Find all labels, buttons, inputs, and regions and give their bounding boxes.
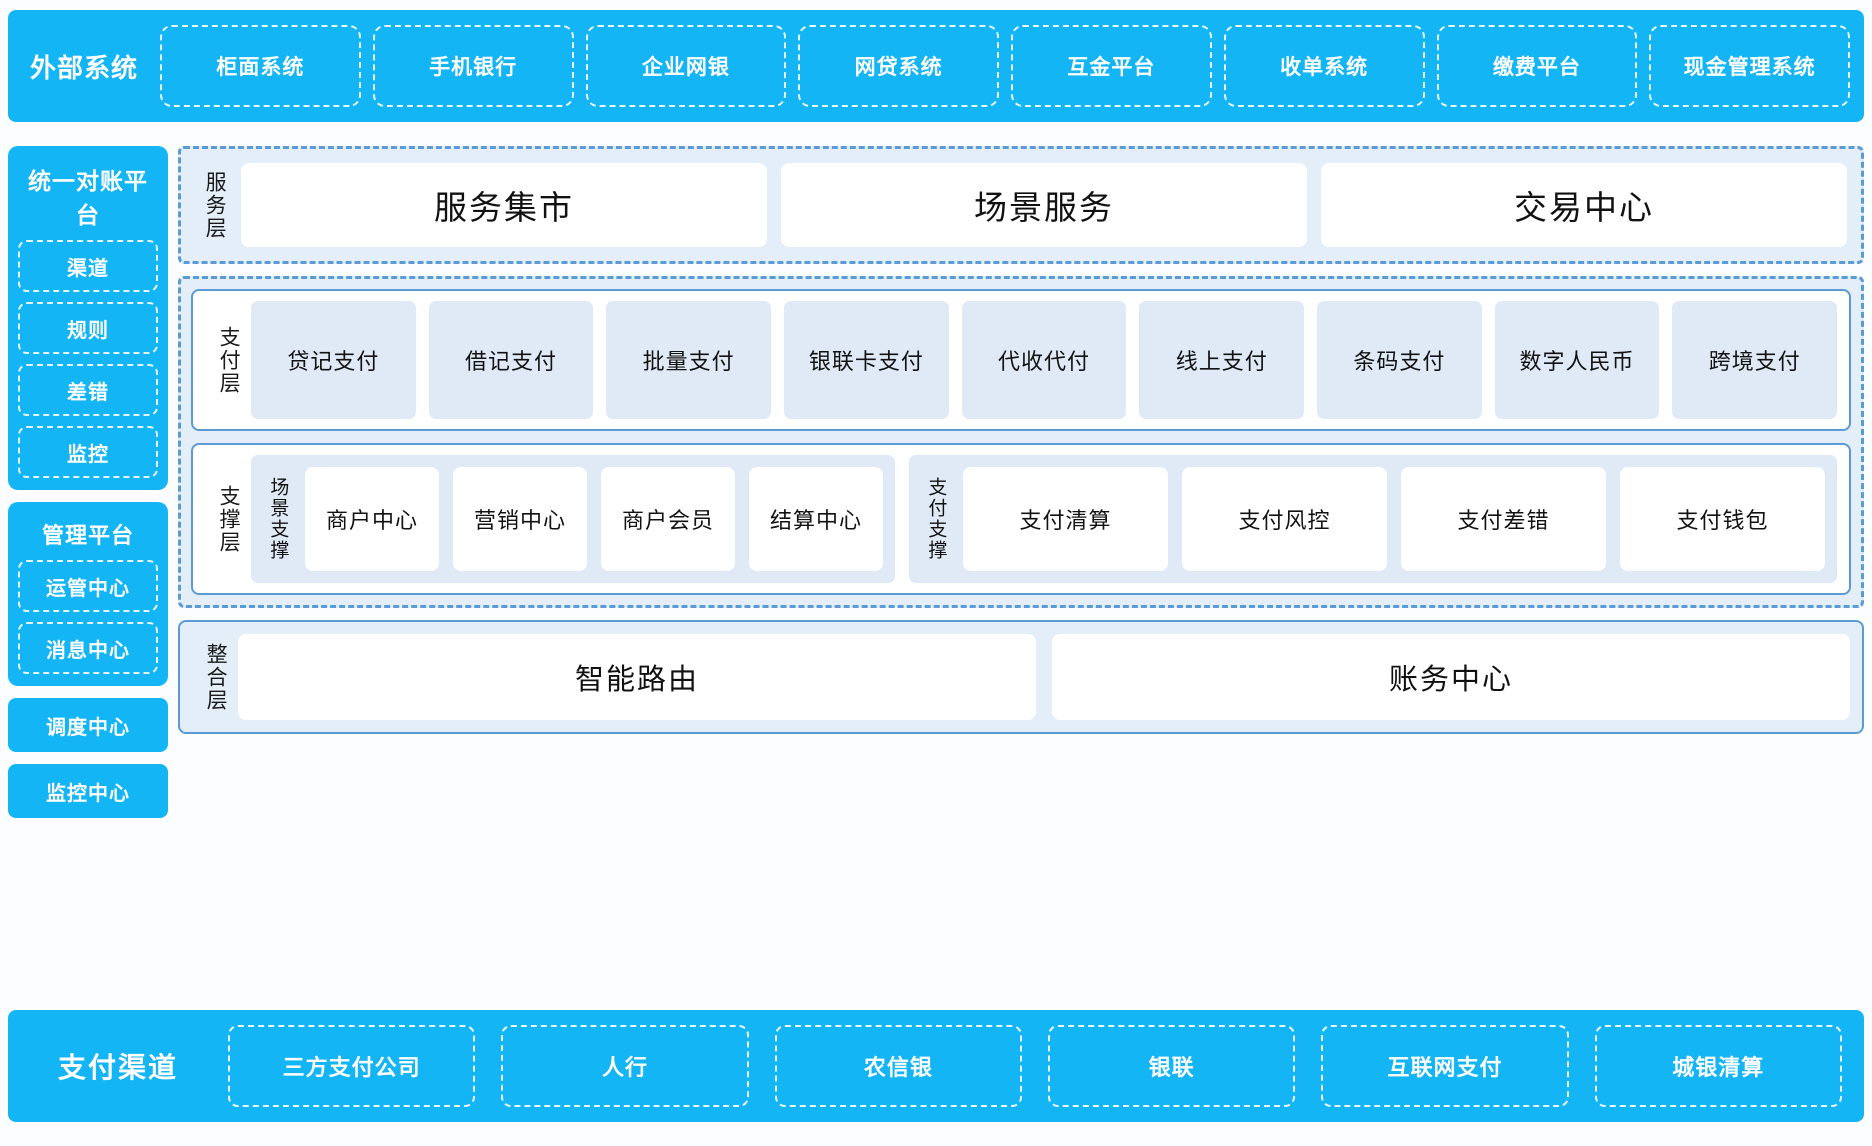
support-card-payment-error[interactable]: 支付差错 [1401,467,1606,571]
payment-card-cross-border[interactable]: 跨境支付 [1672,301,1838,419]
service-layer-container: 服务层 服务集市 场景服务 交易中心 [178,146,1864,264]
management-platform-title: 管理平台 [41,523,134,548]
payment-card-batch[interactable]: 批量支付 [606,301,772,419]
payment-card-credit[interactable]: 贷记支付 [251,301,416,419]
service-card-market[interactable]: 服务集市 [241,163,767,247]
external-system-item[interactable]: 互金平台 [1011,25,1212,107]
reconciliation-platform-panel: 统一对账平台 渠道 规则 差错 监控 [8,146,168,490]
service-layer-label: 服务层 [203,170,227,240]
reconciliation-item-error[interactable]: 差错 [18,364,158,416]
integration-card-smart-routing[interactable]: 智能路由 [238,634,1036,720]
payment-card-unionpay[interactable]: 银联卡支付 [784,301,949,419]
payment-support-container: 支付层 贷记支付 借记支付 批量支付 银联卡支付 代收代付 线上支付 条码支付 … [178,276,1864,608]
reconciliation-platform-title: 统一对账平台 [28,168,148,228]
left-sidebar: 统一对账平台 渠道 规则 差错 监控 管理平台 运管中心 消息中心 调度中心 监… [8,146,168,830]
support-card-settlement-center[interactable]: 结算中心 [749,467,883,571]
scheduling-center-box[interactable]: 调度中心 [8,698,168,752]
support-card-payment-clearing[interactable]: 支付清算 [963,467,1168,571]
payment-channel-rcc[interactable]: 农信银 [774,1025,1022,1107]
support-group-payment: 支付支撑 支付清算 支付风控 支付差错 支付钱包 [909,455,1837,583]
support-layer-label: 支撑层 [217,484,241,554]
payment-card-debit[interactable]: 借记支付 [428,301,594,419]
management-item-operations-center[interactable]: 运管中心 [18,560,158,612]
payment-layer-cards: 贷记支付 借记支付 批量支付 银联卡支付 代收代付 线上支付 条码支付 数字人民… [251,301,1838,419]
service-layer-cards: 服务集市 场景服务 交易中心 [237,159,1851,251]
external-system-item[interactable]: 柜面系统 [160,25,361,107]
payment-layer-frame: 支付层 贷记支付 借记支付 批量支付 银联卡支付 代收代付 线上支付 条码支付 … [191,289,1851,431]
service-card-scenario[interactable]: 场景服务 [781,163,1307,247]
payment-card-collection-payment[interactable]: 代收代付 [961,301,1127,419]
external-systems-list: 柜面系统 手机银行 企业网银 网贷系统 互金平台 收单系统 缴费平台 现金管理系… [160,25,1864,107]
payment-channel-unionpay[interactable]: 银联 [1047,1025,1296,1107]
payment-channel-cityclearing[interactable]: 城银清算 [1594,1025,1842,1107]
reconciliation-item-rule[interactable]: 规则 [18,302,158,354]
external-system-item[interactable]: 缴费平台 [1436,25,1638,107]
payment-channels-title: 支付渠道 [57,1052,178,1083]
management-item-message-center[interactable]: 消息中心 [18,622,158,674]
support-card-merchant-center[interactable]: 商户中心 [305,467,439,571]
management-platform-panel: 管理平台 运管中心 消息中心 [8,502,168,686]
integration-card-accounting-center[interactable]: 账务中心 [1052,634,1850,720]
monitoring-center-box[interactable]: 监控中心 [8,764,168,818]
payment-channel-third-party[interactable]: 三方支付公司 [228,1025,476,1107]
main-layers: 服务层 服务集市 场景服务 交易中心 支付层 贷记支付 借记支付 批量支付 [178,146,1864,746]
external-systems-title: 外部系统 [29,52,138,83]
support-card-payment-risk[interactable]: 支付风控 [1182,467,1387,571]
support-group-scenario: 场景支撑 商户中心 营销中心 商户会员 结算中心 [251,455,895,583]
payment-card-digital-rmb[interactable]: 数字人民币 [1494,301,1660,419]
support-group-scenario-label: 场景支撑 [267,477,289,561]
external-system-item[interactable]: 网贷系统 [798,25,999,107]
external-system-item[interactable]: 企业网银 [585,25,787,107]
external-system-item[interactable]: 现金管理系统 [1649,25,1850,107]
support-layer-frame: 支撑层 场景支撑 商户中心 营销中心 商户会员 结算中心 支付支撑 支付清算 [191,443,1851,595]
payment-card-online[interactable]: 线上支付 [1139,301,1305,419]
payment-layer-label: 支付层 [217,325,241,395]
payment-channels-list: 三方支付公司 人行 农信银 银联 互联网支付 城银清算 [228,1025,1864,1107]
payment-channels-bar: 支付渠道 三方支付公司 人行 农信银 银联 互联网支付 城银清算 [8,1010,1864,1122]
support-group-payment-label: 支付支撑 [925,477,947,561]
support-card-marketing-center[interactable]: 营销中心 [453,467,587,571]
payment-channel-pboc[interactable]: 人行 [501,1025,749,1107]
support-card-merchant-member[interactable]: 商户会员 [601,467,735,571]
payment-channel-internet[interactable]: 互联网支付 [1321,1025,1569,1107]
integration-layer-label: 整合层 [204,642,228,712]
payment-card-barcode[interactable]: 条码支付 [1317,301,1482,419]
reconciliation-item-channel[interactable]: 渠道 [18,240,158,292]
support-layer-groups: 场景支撑 商户中心 营销中心 商户会员 结算中心 支付支撑 支付清算 支付风控 … [251,455,1837,583]
integration-layer-container: 整合层 智能路由 账务中心 [178,620,1864,734]
external-system-item[interactable]: 手机银行 [372,25,574,107]
support-card-payment-wallet[interactable]: 支付钱包 [1620,467,1825,571]
service-card-transaction[interactable]: 交易中心 [1321,163,1847,247]
external-system-item[interactable]: 收单系统 [1223,25,1425,107]
reconciliation-item-monitor[interactable]: 监控 [18,426,158,478]
external-systems-bar: 外部系统 柜面系统 手机银行 企业网银 网贷系统 互金平台 收单系统 缴费平台 … [8,10,1864,122]
integration-layer-cards: 智能路由 账务中心 [238,634,1850,720]
